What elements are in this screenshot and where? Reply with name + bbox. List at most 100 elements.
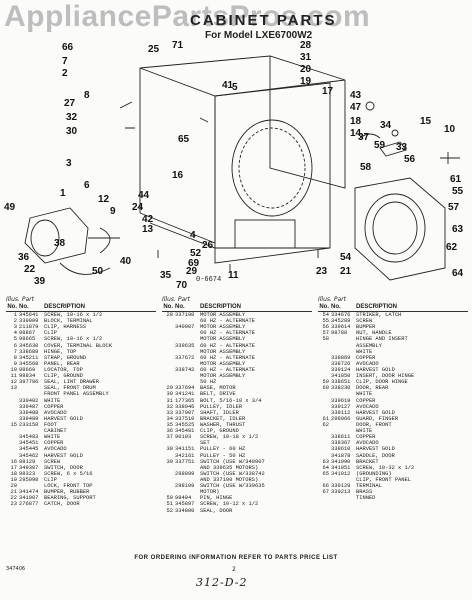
table-row: 60 HZ - ALTERNATE bbox=[162, 330, 312, 336]
description: SCREW, 10-16 x 1/2 bbox=[44, 312, 103, 318]
description: AVOCADO bbox=[356, 440, 379, 447]
callout: 5 bbox=[232, 82, 238, 93]
illus-no: 30 bbox=[166, 391, 173, 398]
header-illus-no: No. bbox=[319, 304, 329, 310]
part-no: 341990 bbox=[331, 458, 351, 465]
description: SEAL, DOOR bbox=[200, 507, 233, 514]
illus-no: 23 bbox=[10, 501, 17, 508]
part-no: 341907 bbox=[19, 495, 39, 502]
description: HINGE, TOP bbox=[44, 348, 77, 355]
description: AVOCADO bbox=[356, 403, 379, 410]
illus-no: 19 bbox=[10, 476, 17, 483]
description: CLIP, GROUND bbox=[44, 373, 83, 380]
callout: 32 bbox=[66, 112, 78, 123]
illus-no: 6 bbox=[13, 342, 17, 349]
description: FOOT bbox=[44, 421, 57, 428]
description: SADDLE, DOOR bbox=[356, 452, 395, 459]
description: TINNED bbox=[356, 495, 376, 502]
description: AND 339635 MOTORS) bbox=[200, 464, 259, 471]
callout: 39 bbox=[34, 276, 46, 287]
table-row: MOTOR ASSEMBLY bbox=[162, 349, 312, 355]
description: SWITCH (USE W/340907 bbox=[200, 458, 265, 465]
description: STRAP, GROUND bbox=[44, 354, 87, 361]
part-no: 340907 bbox=[175, 324, 195, 331]
part-no: 339213 bbox=[331, 489, 351, 496]
illus-no: 18 bbox=[10, 470, 17, 477]
part-no: 339129 bbox=[331, 483, 351, 490]
illus-no: 8 bbox=[13, 354, 17, 361]
illus-no: 63 bbox=[322, 458, 329, 465]
description: MOTOR ASSEMBLY bbox=[200, 373, 246, 380]
part-no: 339112 bbox=[331, 409, 351, 416]
header-description: DESCRIPTION bbox=[44, 304, 86, 310]
illus-no: 7 bbox=[13, 348, 17, 355]
part-no: 298966 bbox=[331, 415, 351, 422]
table-header: No. No. DESCRIPTION bbox=[6, 303, 156, 312]
callout: 65 bbox=[178, 134, 190, 145]
door-window bbox=[364, 193, 426, 263]
illus-no: 59 bbox=[322, 379, 329, 386]
description: HARVEST GOLD bbox=[356, 409, 395, 416]
table-row: 50 HZ bbox=[162, 379, 312, 385]
description: INSERT, DOOR HINGE bbox=[356, 373, 415, 380]
description: HARVEST GOLD bbox=[44, 415, 83, 422]
part-no: 339614 bbox=[331, 324, 351, 331]
part-no: 298109 bbox=[175, 483, 195, 490]
part-no: 338688 bbox=[19, 348, 39, 355]
part-no: 337100 bbox=[175, 312, 195, 318]
part-no: 345483 bbox=[19, 434, 39, 441]
description: HARVEST GOLD bbox=[44, 452, 83, 459]
part-no: 345462 bbox=[19, 452, 39, 459]
part-no: 339127 bbox=[331, 403, 351, 410]
description: LOCK, FRONT TOP bbox=[44, 483, 93, 490]
description: PIN, HINGE bbox=[200, 495, 233, 502]
table-header: No. No. DESCRIPTION bbox=[318, 303, 468, 312]
callout: 62 bbox=[446, 242, 458, 253]
description: CLIP, DOOR HINGE bbox=[356, 379, 408, 386]
callout: 11 bbox=[228, 270, 239, 281]
part-no: 345568 bbox=[19, 360, 39, 367]
illus-no: 57 bbox=[322, 330, 329, 337]
description: DOOR, REAR bbox=[356, 385, 389, 392]
callout: 63 bbox=[452, 224, 464, 235]
illus-no: 54 bbox=[322, 312, 329, 318]
description: SHAFT, IDLER bbox=[200, 409, 239, 416]
callout: 56 bbox=[404, 154, 416, 165]
callout: 37 bbox=[358, 132, 370, 143]
callout: 34 bbox=[380, 120, 392, 131]
callout: 30 bbox=[66, 126, 78, 137]
description: AND 337100 MOTORS) bbox=[200, 476, 259, 483]
illus-no: 66 bbox=[322, 483, 329, 490]
description: COPPER bbox=[356, 397, 376, 404]
callout: 13 bbox=[142, 224, 154, 235]
part-no: 98404 bbox=[175, 495, 192, 502]
part-no: 337510 bbox=[175, 415, 195, 422]
header-part-no: No. bbox=[331, 304, 341, 310]
description: SCREW, 10-18 x 1/2 bbox=[200, 434, 259, 441]
description: COPPER bbox=[356, 434, 376, 441]
callout: 50 bbox=[92, 266, 104, 277]
table-row: CLIP, FRONT PANEL bbox=[318, 477, 468, 483]
description: WHITE bbox=[44, 397, 61, 404]
